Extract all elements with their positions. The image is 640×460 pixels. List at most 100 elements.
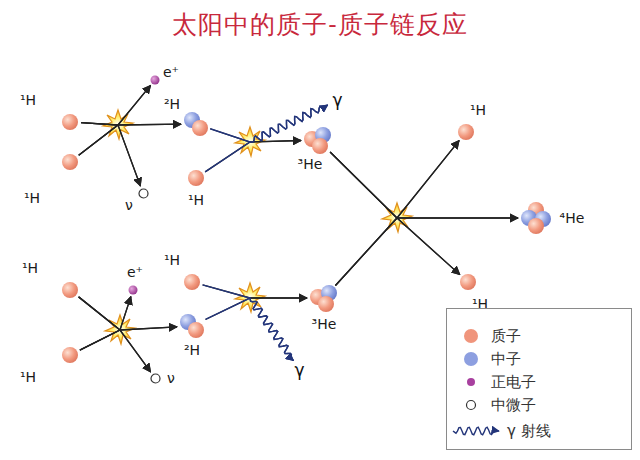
gamma-ray-arrow [205, 105, 327, 172]
particle-shape [183, 273, 201, 291]
particle-shape [61, 153, 79, 171]
particle-shape [520, 202, 552, 234]
gamma-ray-arrow [203, 285, 294, 361]
particle: ²H [179, 313, 205, 339]
gamma-symbol: γ [293, 361, 307, 380]
proton [312, 138, 328, 154]
proton [460, 274, 476, 290]
particle-shape [61, 281, 79, 299]
particle: ¹H [459, 273, 477, 291]
particle: ²H [183, 111, 209, 137]
neutrino-sample [467, 401, 476, 410]
legend-swatch [464, 329, 478, 343]
particle-shape [309, 283, 339, 313]
diagram-title: 太阳中的质子-质子链反应 [0, 8, 640, 41]
legend-entry: 中子 [447, 348, 631, 370]
legend-swatch [467, 378, 475, 386]
proton [62, 282, 78, 298]
reaction-arrow [203, 285, 307, 298]
particle: e⁺ [150, 75, 160, 85]
particle-label: ¹H [22, 261, 38, 275]
proton [184, 274, 200, 290]
particle-shape [459, 273, 477, 291]
particle-shape [179, 313, 205, 339]
particle-label: ²H [184, 343, 200, 357]
particle: ⁴He [520, 202, 552, 234]
legend-label: 正电子 [491, 373, 536, 391]
proton [188, 170, 204, 186]
reaction-arrow [330, 141, 459, 218]
particle-label: ν [167, 371, 175, 385]
positron [151, 76, 160, 85]
reaction-arrow [81, 123, 140, 186]
particle: ¹H [61, 113, 79, 131]
particle-label: ³He [312, 317, 337, 331]
reaction-arrow [81, 85, 151, 125]
neutrino [151, 374, 160, 383]
proton [188, 322, 204, 338]
reaction-arrow [79, 124, 181, 155]
particle: ¹H [61, 346, 79, 364]
gamma-symbol: γ [331, 91, 345, 110]
legend-entry: 质子 [447, 325, 631, 347]
legend-sample [447, 420, 503, 442]
particle: ν [138, 188, 149, 199]
positron [129, 286, 138, 295]
particle: ν [150, 373, 161, 384]
legend-entry: γ 射线 [447, 420, 631, 442]
reaction-arrow [335, 218, 459, 285]
proton [528, 218, 544, 234]
proton [62, 114, 78, 130]
reaction-arrow [80, 327, 177, 350]
particle-shape [303, 125, 333, 155]
particle: ³He [309, 283, 339, 313]
proton [62, 154, 78, 170]
reaction-arrow [335, 218, 518, 285]
legend-label: 质子 [491, 327, 521, 345]
legend-entry: 中微子 [447, 394, 631, 416]
reaction-arrow [205, 141, 301, 172]
particle-shape [61, 346, 79, 364]
particle: ¹H [61, 153, 79, 171]
particle-label: ¹H [164, 253, 180, 267]
particle-label: ³He [298, 157, 323, 171]
particle-label: e⁺ [163, 65, 179, 79]
gamma-sample [453, 427, 499, 435]
proton [192, 120, 208, 136]
particle: ¹H [457, 123, 475, 141]
particle-shape [183, 111, 209, 137]
particle-shape [128, 285, 138, 295]
particle-label: ν [125, 198, 133, 212]
particle-label: ⁴He [560, 211, 585, 225]
particle-shape [61, 113, 79, 131]
particle-label: ¹H [20, 370, 36, 384]
particle-shape [457, 123, 475, 141]
gamma-ray-label: γ [331, 91, 346, 110]
proton [318, 296, 334, 312]
legend-swatch [464, 352, 478, 366]
legend-box: 质子中子正电子中微子 γ 射线 [446, 308, 632, 450]
proton [62, 347, 78, 363]
particle: ³He [303, 125, 333, 155]
reaction-arrow [80, 330, 151, 372]
legend-label: 中子 [491, 350, 521, 368]
legend-label: γ 射线 [507, 422, 551, 440]
particle-label: e⁺ [127, 265, 143, 279]
reaction-arrow [79, 125, 141, 186]
particle: ¹H [61, 281, 79, 299]
reaction-arrow [79, 297, 151, 372]
reaction-arrow [79, 85, 151, 155]
particle-shape [187, 169, 205, 187]
gamma-ray-arrow [206, 298, 294, 361]
reaction-arrow [79, 297, 131, 330]
particle-shape [150, 373, 161, 384]
particle-label: ¹H [470, 103, 486, 117]
legend-entry: 正电子 [447, 371, 631, 393]
particle-label: ²H [164, 97, 180, 111]
particle-label: ¹H [20, 93, 36, 107]
particle: e⁺ [128, 285, 138, 295]
gamma-ray-label: γ [293, 361, 308, 380]
particle: ¹H [183, 273, 201, 291]
particle-label: ¹H [188, 193, 204, 207]
particle: ¹H [187, 169, 205, 187]
